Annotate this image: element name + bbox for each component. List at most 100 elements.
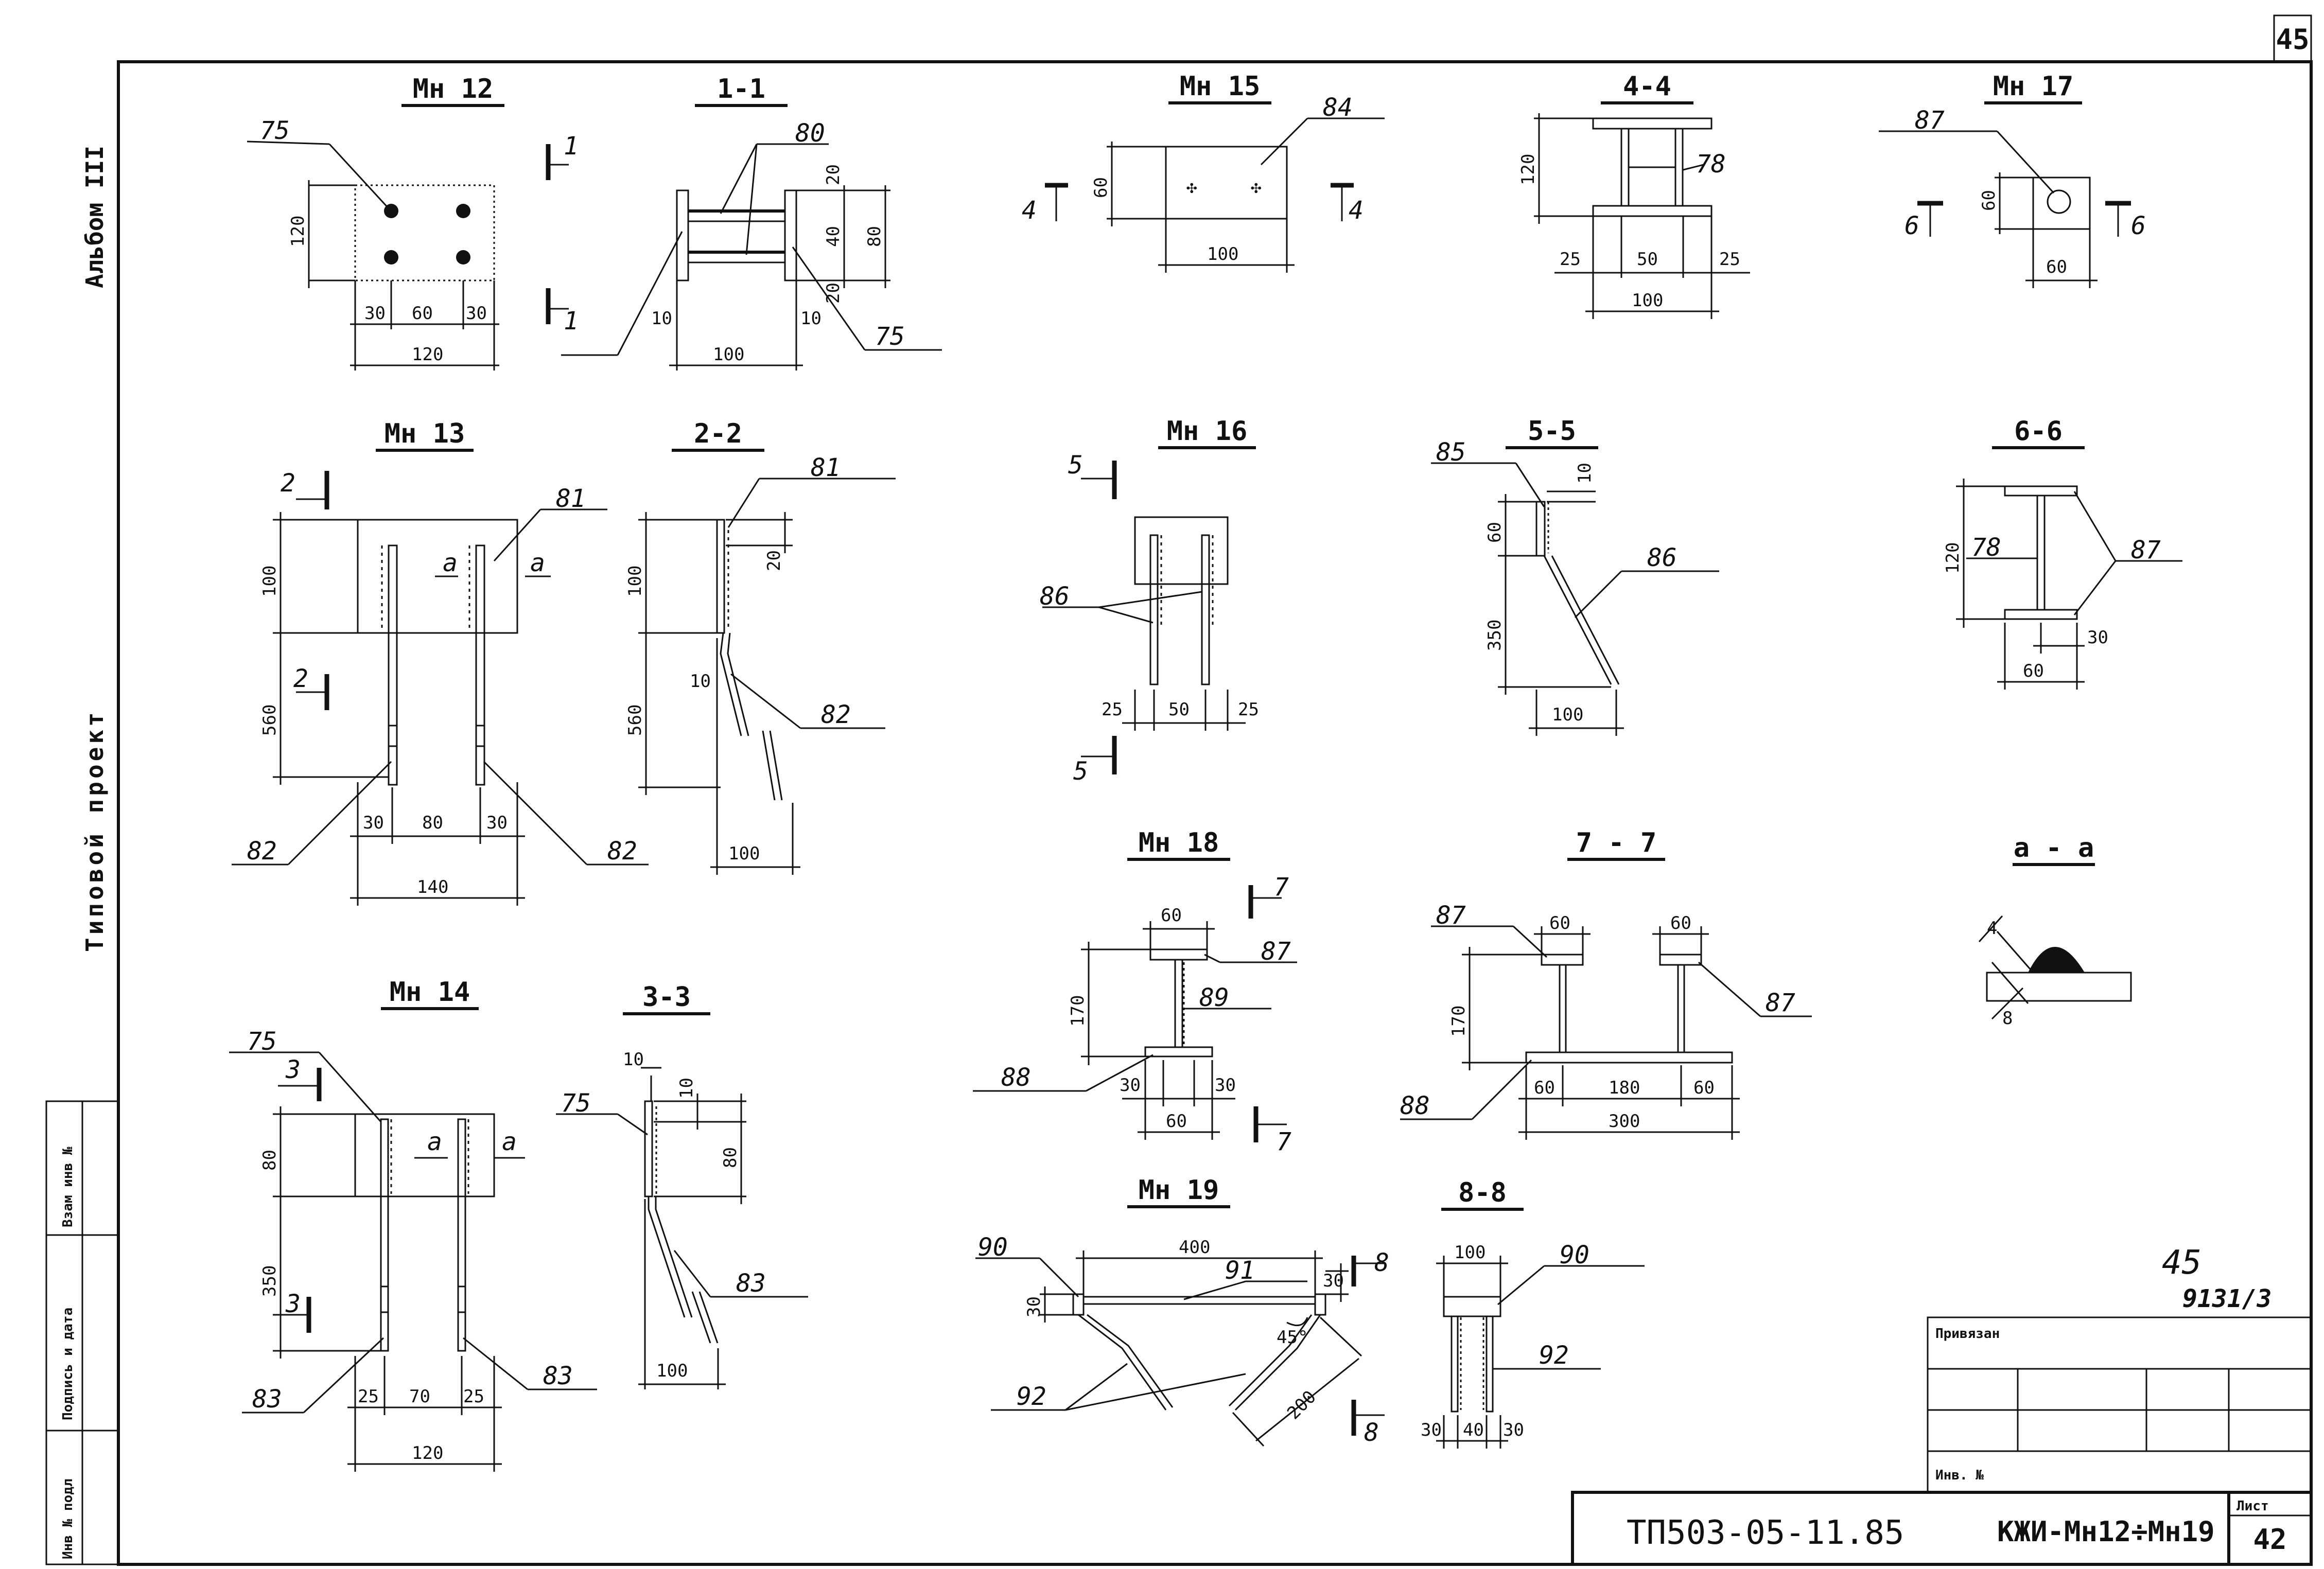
dim-560: 560 [259, 704, 280, 736]
left-stamp: Инв № подл Подпись и дата Взам инв № [45, 1100, 119, 1565]
dim-30b: 30 [1215, 1075, 1236, 1096]
dim-60: 60 [1484, 522, 1505, 543]
dim-4: 4 [1987, 918, 1997, 939]
dim-20: 20 [764, 550, 784, 571]
document-code: ТП503-05-11.85 [1627, 1514, 1904, 1552]
cut-top: 5 [1068, 451, 1083, 480]
pos-86: 86 [1647, 543, 1677, 572]
dim-120: 120 [1518, 154, 1539, 185]
view-title: 4-4 [1623, 71, 1671, 102]
pos-81: 81 [811, 453, 841, 482]
pos-81: 81 [556, 484, 586, 513]
cut-left: 4 [1022, 196, 1037, 225]
pos-88: 88 [1400, 1091, 1430, 1120]
sheet-value: 42 [2253, 1523, 2286, 1556]
pos-78: 78 [1696, 150, 1726, 179]
dim-80: 80 [259, 1150, 280, 1171]
sheet-label: Лист [2236, 1499, 2269, 1514]
dim-170: 170 [1068, 995, 1088, 1027]
pos-87-right: 87 [1766, 989, 1795, 1017]
dim-30a: 30 [1421, 1420, 1442, 1440]
dim-60: 60 [2023, 661, 2044, 681]
dim-60h: 60 [2046, 257, 2067, 277]
pos-82: 82 [821, 700, 851, 729]
dim-10: 10 [1575, 463, 1595, 484]
pos-83: 83 [736, 1269, 766, 1298]
pos-87: 87 [1915, 106, 1945, 135]
view-title: Мн 16 [1167, 416, 1248, 447]
pos-89: 89 [1199, 983, 1229, 1012]
dim-60b: 60 [1670, 913, 1691, 933]
dim-10b: 10 [800, 308, 822, 329]
dim-120: 120 [1943, 542, 1963, 574]
cut-right: 4 [1349, 196, 1364, 225]
dim-40: 40 [823, 226, 844, 247]
pos-75: 75 [561, 1089, 591, 1118]
cut-top: 2 [281, 469, 295, 498]
view-title: 2-2 [694, 418, 742, 449]
album-label: Альбом III [81, 146, 109, 288]
stamp-inv-orig: Инв № подл [60, 1478, 76, 1559]
sheet-title: КЖИ-Мн12÷Мн19 [1997, 1515, 2215, 1548]
dim-170: 170 [1448, 1006, 1469, 1037]
cut-left: 6 [1904, 211, 1919, 240]
dim-25a: 25 [1102, 699, 1123, 720]
section-2-2: 2-2 81 82 100 560 20 10 100 [625, 418, 896, 875]
view-mn15: Мн 15 ✣ ✣ 84 60 100 4 4 [1022, 71, 1385, 273]
dim-100: 100 [1552, 704, 1583, 725]
view-title: Мн 13 [385, 418, 465, 449]
dim-560: 560 [625, 704, 645, 736]
view-title: Мн 19 [1139, 1175, 1219, 1206]
cut-bottom: 2 [293, 664, 308, 693]
corner-sheet-box [2273, 14, 2312, 63]
cut-bottom: 5 [1073, 757, 1088, 786]
dim-30b: 30 [486, 813, 508, 833]
dim-180: 180 [1609, 1078, 1640, 1098]
cut-top: 7 [1274, 873, 1289, 902]
cut-bottom: 8 [1364, 1418, 1379, 1447]
dim-30a: 30 [363, 813, 384, 833]
pos-90: 90 [978, 1233, 1008, 1262]
dim-100: 100 [259, 566, 280, 597]
pos-85: 85 [1436, 438, 1466, 467]
section-3-3: 3-3 75 83 10 10 80 100 [556, 982, 808, 1389]
view-title: Мн 18 [1139, 827, 1219, 858]
section-6-6: 6-6 78 87 120 30 60 [1943, 416, 2182, 690]
pos-82-right: 82 [607, 837, 637, 866]
dim-60v: 60 [1979, 190, 1999, 211]
pos-83-right: 83 [543, 1362, 573, 1390]
dim-50: 50 [1168, 699, 1190, 720]
pos-92: 92 [1539, 1341, 1569, 1370]
dim-120: 120 [412, 344, 443, 365]
stamp-note-number: 45 [2162, 1244, 2201, 1282]
dim-25a: 25 [358, 1386, 379, 1407]
view-title: 7 - 7 [1576, 827, 1657, 858]
view-mn17: Мн 17 87 60 60 6 6 [1879, 71, 2146, 288]
section-1-1: 1-1 80 20 40 20 80 100 10 10 75 [561, 74, 942, 371]
dim-30b: 30 [1503, 1420, 1524, 1440]
dim-height: 120 [288, 216, 308, 247]
cut-bottom: 3 [285, 1290, 301, 1318]
dim-70: 70 [409, 1386, 430, 1407]
dim-60-bottom: 60 [1166, 1111, 1187, 1132]
section-a-left: a [443, 549, 458, 577]
dim-80: 80 [864, 226, 885, 247]
dim-20b: 20 [823, 283, 844, 304]
dim-60d: 60 [1693, 1078, 1715, 1098]
pos-75: 75 [875, 322, 905, 351]
dim-120: 120 [412, 1443, 443, 1464]
stamp-note-code: 9131/3 [2182, 1284, 2271, 1313]
cut-top: 8 [1374, 1248, 1389, 1277]
dim-60: 60 [1091, 177, 1111, 198]
dim-25b: 25 [1719, 249, 1740, 270]
view-title: Мн 15 [1180, 71, 1261, 102]
dim-350: 350 [259, 1265, 280, 1297]
dim-60-top: 60 [1161, 905, 1182, 926]
pos-78: 78 [1971, 533, 2001, 562]
dim-10a: 10 [623, 1049, 644, 1070]
inv-no-label: Инв. № [1935, 1468, 1984, 1483]
pos-82-left: 82 [247, 837, 277, 866]
dim-100: 100 [713, 344, 744, 365]
pos-87: 87 [1261, 937, 1291, 966]
pos-label: 75 [260, 116, 290, 145]
